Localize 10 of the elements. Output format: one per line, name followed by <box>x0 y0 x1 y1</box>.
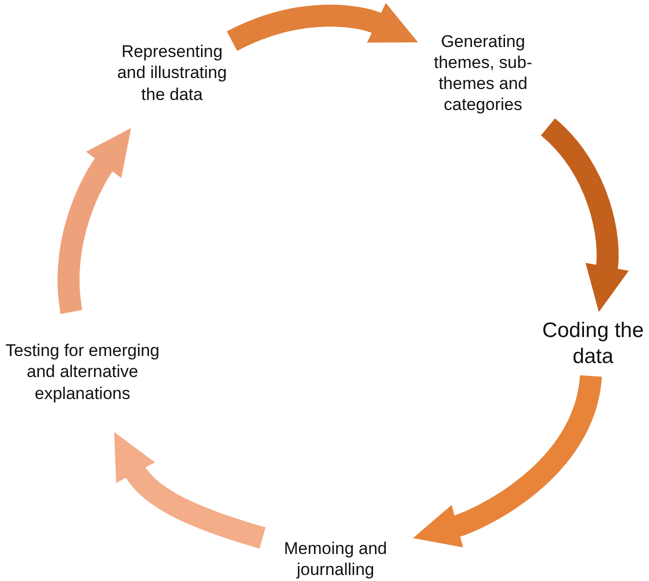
curved-arrow <box>227 2 419 52</box>
step-label: Representing and illustrating the data <box>116 41 228 105</box>
curved-arrow <box>540 118 629 312</box>
step-label: Memoing and journalling <box>282 538 388 580</box>
curved-arrow <box>58 127 130 314</box>
curved-arrow <box>414 374 602 547</box>
step-label: Coding the data <box>541 318 645 370</box>
curved-arrow <box>111 434 266 549</box>
step-label: Testing for emerging and alternative explanations <box>5 340 160 404</box>
step-label: Generating themes, sub-themes and categories <box>432 30 534 116</box>
